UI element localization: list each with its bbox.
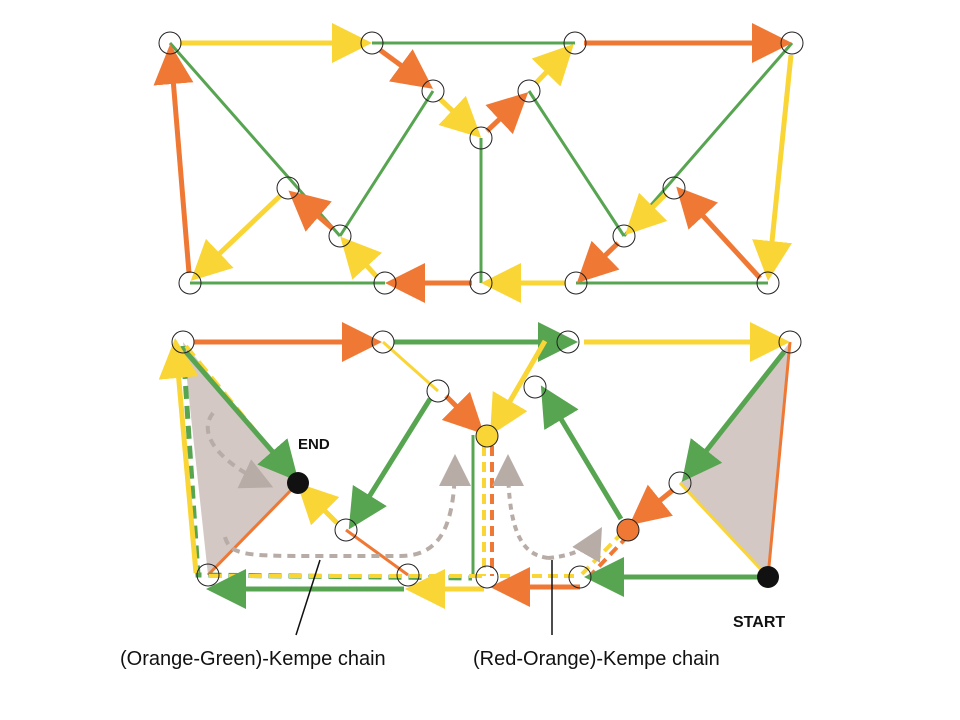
top-arrow-edges [153, 23, 794, 303]
bottom-node [475, 565, 499, 589]
gray-arrow-red-orange-right [547, 527, 602, 563]
bottom-node [778, 330, 802, 354]
bottom-node [371, 330, 395, 354]
top-node [564, 271, 588, 295]
top-node [360, 31, 384, 55]
top-node [421, 79, 445, 103]
top-node [328, 224, 352, 248]
top-node [373, 271, 397, 295]
bottom-node [523, 375, 547, 399]
top-node [780, 31, 804, 55]
bottom-node [556, 330, 580, 354]
yellow-node [475, 424, 499, 448]
bottom-node [668, 471, 692, 495]
start-node [757, 566, 779, 588]
bottom-node [426, 379, 450, 403]
bottom-node [171, 330, 195, 354]
top-node [469, 271, 493, 295]
top-node [178, 271, 202, 295]
top-node [563, 31, 587, 55]
top-nodes [158, 31, 804, 295]
top-node [517, 79, 541, 103]
bottom-arrow-edges [158, 322, 790, 609]
end-label: END [298, 436, 330, 453]
top-node [469, 126, 493, 150]
bottom-graph: END START (Orange-Green)-Kempe chain (Re… [120, 322, 802, 670]
top-thin-edges [168, 41, 794, 285]
red-orange-chain-dash-b [490, 446, 628, 580]
gray-arrow-left [205, 411, 274, 489]
top-node [612, 224, 636, 248]
orange-green-pointer [295, 559, 321, 636]
gray-arrow-red-orange [492, 454, 549, 560]
bottom-node [334, 518, 358, 542]
right-shaded-triangle [680, 342, 790, 577]
top-graph [153, 23, 804, 303]
top-node [276, 176, 300, 200]
orange-green-chain-label: (Orange-Green)-Kempe chain [120, 648, 386, 670]
bottom-node [196, 563, 220, 587]
end-node [287, 472, 309, 494]
bottom-nodes [171, 330, 802, 589]
gray-arrow-orange-green [223, 454, 471, 558]
top-node [756, 271, 780, 295]
bottom-thin-edges [206, 340, 792, 579]
top-node [158, 31, 182, 55]
red-orange-chain-label: (Red-Orange)-Kempe chain [473, 648, 720, 670]
orange-node [616, 518, 640, 542]
bottom-node [568, 565, 592, 589]
bottom-node [396, 563, 420, 587]
left-shaded-triangle [183, 342, 298, 575]
start-label: START [733, 614, 785, 631]
top-node [662, 176, 686, 200]
